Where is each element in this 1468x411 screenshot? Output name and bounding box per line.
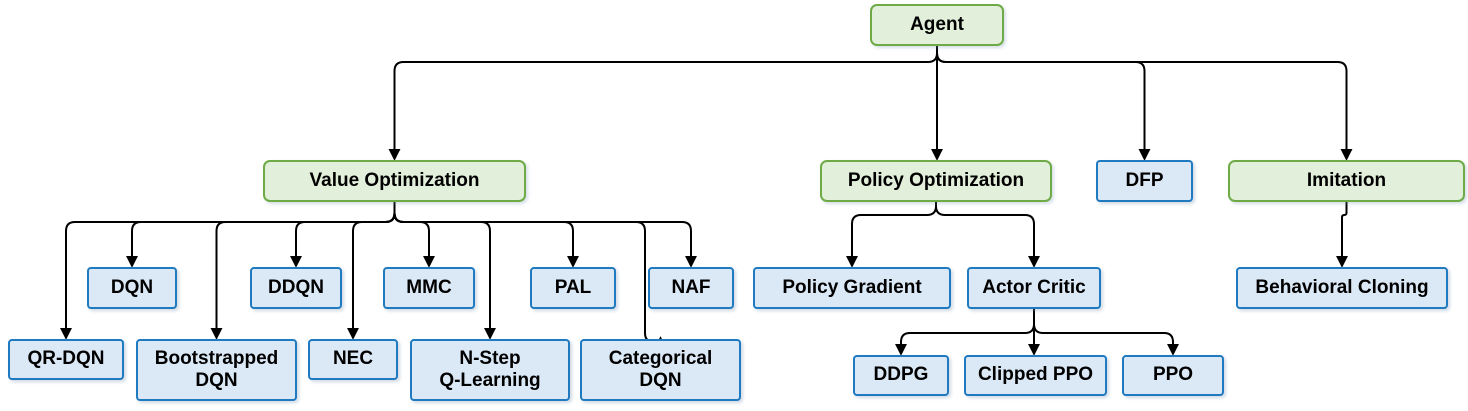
edge-policy_opt-to-actor_critic [935, 202, 1040, 268]
node-label-ppo: PPO [1152, 364, 1194, 386]
node-policy_gradient[interactable]: Policy Gradient [753, 267, 951, 309]
node-dqn[interactable]: DQN [87, 267, 177, 309]
node-policy_opt[interactable]: Policy Optimization [820, 160, 1052, 202]
node-label-ddpg: DDPG [873, 364, 929, 386]
node-ddpg[interactable]: DDPG [853, 355, 949, 396]
node-ddqn[interactable]: DDQN [250, 267, 342, 309]
node-value_opt[interactable]: Value Optimization [263, 160, 526, 202]
edge-agent-to-value_opt [388, 46, 938, 161]
edge-value_opt-to-ddqn [290, 202, 396, 268]
node-label-qr_dqn: QR-DQN [27, 348, 105, 370]
node-label-categorical_dqn: Categorical DQN [608, 347, 713, 391]
edge-agent-to-imitation [936, 46, 1353, 161]
edge-value_opt-to-mmc [393, 202, 435, 268]
node-label-value_opt: Value Optimization [309, 169, 480, 191]
node-label-actor_critic: Actor Critic [982, 276, 1086, 298]
node-mmc[interactable]: MMC [383, 267, 475, 309]
node-n_step_q_learning[interactable]: N-Step Q-Learning [410, 339, 570, 401]
node-qr_dqn[interactable]: QR-DQN [8, 339, 124, 380]
edge-value_opt-to-naf [393, 202, 697, 268]
node-label-pal: PAL [554, 276, 592, 298]
node-label-n_step_q_learning: N-Step Q-Learning [439, 347, 541, 391]
node-imitation[interactable]: Imitation [1228, 160, 1465, 202]
node-label-agent: Agent [910, 13, 964, 35]
node-bootstrapped_dqn[interactable]: Bootstrapped DQN [136, 339, 297, 401]
node-naf[interactable]: NAF [648, 267, 734, 309]
node-pal[interactable]: PAL [530, 267, 616, 309]
node-label-naf: NAF [671, 276, 711, 298]
node-clipped_ppo[interactable]: Clipped PPO [964, 355, 1107, 396]
node-label-clipped_ppo: Clipped PPO [977, 364, 1094, 386]
node-label-behavioral_cloning: Behavioral Cloning [1255, 276, 1429, 298]
edge-agent-to-dfp [936, 46, 1151, 161]
edge-actor_critic-to-ppo [1033, 309, 1179, 356]
node-label-mmc: MMC [406, 276, 452, 298]
edge-policy_opt-to-policy_gradient [846, 202, 937, 268]
node-dfp[interactable]: DFP [1096, 160, 1193, 202]
node-nec[interactable]: NEC [308, 339, 398, 380]
node-label-dqn: DQN [110, 276, 154, 298]
node-label-dfp: DFP [1125, 169, 1164, 191]
node-ppo[interactable]: PPO [1122, 355, 1224, 396]
node-categorical_dqn[interactable]: Categorical DQN [580, 339, 741, 401]
node-label-ddqn: DDQN [268, 276, 324, 298]
node-behavioral_cloning[interactable]: Behavioral Cloning [1236, 267, 1448, 309]
node-label-policy_gradient: Policy Gradient [782, 276, 922, 298]
node-actor_critic[interactable]: Actor Critic [967, 267, 1101, 309]
edge-value_opt-to-dqn [126, 202, 396, 268]
edge-value_opt-to-pal [393, 202, 579, 268]
node-label-policy_opt: Policy Optimization [847, 169, 1025, 191]
edge-actor_critic-to-ddpg [895, 309, 1035, 356]
node-agent[interactable]: Agent [870, 4, 1004, 46]
node-label-bootstrapped_dqn: Bootstrapped DQN [154, 347, 279, 391]
node-label-imitation: Imitation [1306, 169, 1387, 191]
node-label-nec: NEC [332, 348, 374, 370]
edge-imitation-to-behavioral_cloning [1336, 202, 1348, 268]
